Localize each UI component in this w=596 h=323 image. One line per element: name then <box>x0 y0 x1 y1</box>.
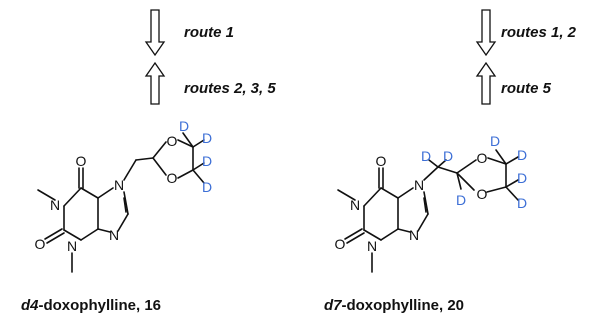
right-molecule-bonds <box>337 149 519 273</box>
right-deuterium-3: D <box>456 192 466 208</box>
left-caption-number: , 16 <box>136 297 161 314</box>
right-panel: routes 1, 2 route 5 <box>324 9 577 314</box>
right-deuterium-7: D <box>517 195 527 211</box>
left-deuterium-2: D <box>202 130 212 146</box>
right-atom-o1: O <box>376 153 387 169</box>
right-compound-caption: d7-doxophylline, 20 <box>324 297 464 314</box>
left-atom-o2: O <box>35 236 46 252</box>
right-atom-o-ring1: O <box>477 150 488 166</box>
right-up-arrow <box>475 61 497 105</box>
left-atom-n9: N <box>109 227 119 243</box>
left-atom-o1: O <box>76 153 87 169</box>
right-down-route-label: routes 1, 2 <box>501 24 577 41</box>
right-deuterium-1: D <box>421 148 431 164</box>
left-down-route-label: route 1 <box>184 24 234 41</box>
right-atom-n7: N <box>414 177 424 193</box>
left-atom-n3: N <box>67 238 77 254</box>
left-atom-n1: N <box>50 197 60 213</box>
right-deuterium-5: D <box>517 147 527 163</box>
right-down-arrow <box>475 9 497 57</box>
left-caption-name: -doxophylline <box>38 297 136 314</box>
right-up-route-label: route 5 <box>501 80 552 97</box>
left-atom-o-ring2: O <box>167 170 178 186</box>
right-deuterium-6: D <box>517 170 527 186</box>
left-compound-caption: d4-doxophylline, 16 <box>21 297 161 314</box>
left-panel: route 1 routes 2, 3, 5 <box>21 9 276 314</box>
left-down-arrow <box>144 9 166 57</box>
right-atom-n9: N <box>409 227 419 243</box>
left-atom-o-ring1: O <box>167 133 178 149</box>
right-deuterium-2: D <box>443 148 453 164</box>
right-deuterium-labels: D D D D D D D <box>421 133 527 211</box>
right-atom-o-ring2: O <box>477 186 488 202</box>
right-atom-o2: O <box>335 236 346 252</box>
right-atom-n3: N <box>367 238 377 254</box>
left-caption-prefix: d4 <box>21 297 39 314</box>
left-deuterium-4: D <box>202 179 212 195</box>
left-deuterium-labels: D D D D <box>179 118 212 195</box>
right-caption-number: , 20 <box>439 297 464 314</box>
left-up-arrow <box>144 61 166 105</box>
right-atom-n1: N <box>350 197 360 213</box>
right-deuterium-4: D <box>490 133 500 149</box>
left-deuterium-1: D <box>179 118 189 134</box>
left-atom-n7: N <box>114 177 124 193</box>
right-caption-name: -doxophylline <box>341 297 439 314</box>
left-molecule-bonds <box>37 132 205 273</box>
left-up-route-label: routes 2, 3, 5 <box>184 80 276 97</box>
left-deuterium-3: D <box>202 153 212 169</box>
right-caption-prefix: d7 <box>324 297 342 314</box>
